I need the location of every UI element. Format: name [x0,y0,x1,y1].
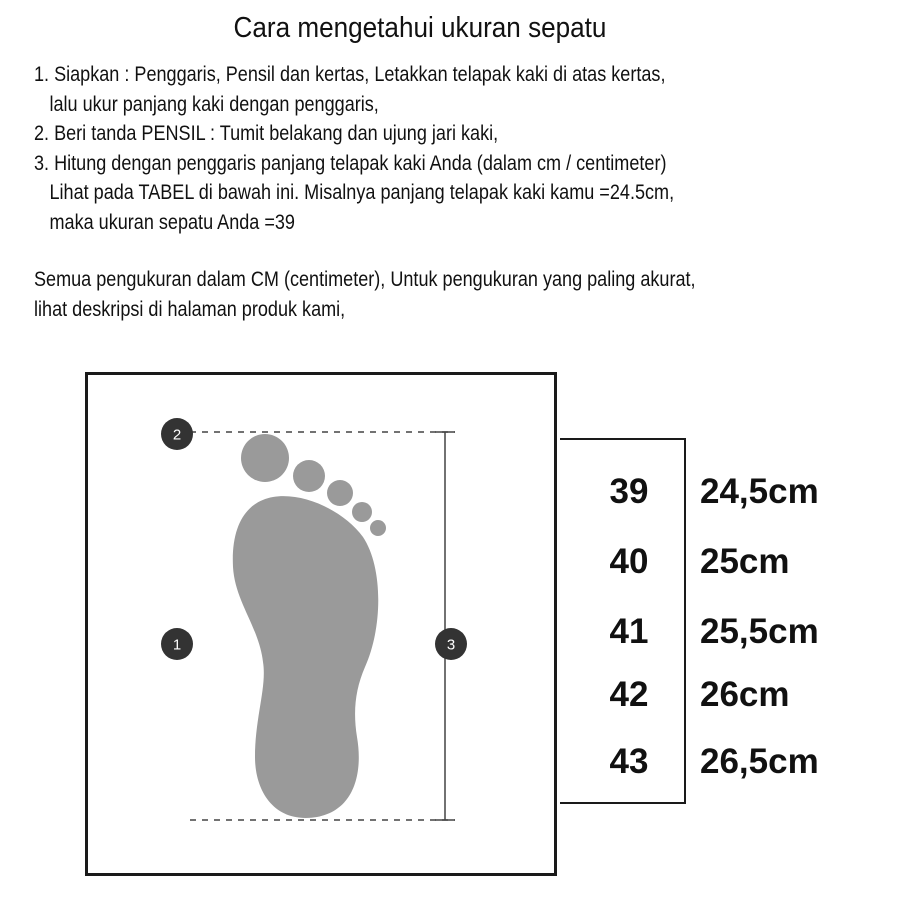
foot-length: 26,5cm [700,742,819,781]
size-row: 42 26cm [0,673,900,723]
marker-2-icon: 2 [161,418,193,450]
foot-sole-shape [232,496,379,818]
svg-text:1: 1 [173,637,181,654]
instruction-line: lalu ukur panjang kaki dengan penggaris, [49,92,379,116]
marker-1-icon: 1 [161,628,193,660]
shoe-size: 40 [609,542,649,581]
instruction-line: 3. Hitung dengan penggaris panjang telap… [34,151,667,175]
shoe-size: 43 [609,742,649,781]
size-table-divider [684,474,686,780]
instructions: 1. Siapkan : Penggaris, Pensil dan kerta… [34,60,808,324]
shoe-size: 41 [609,612,649,651]
foot-length: 25cm [700,542,790,581]
foot-length: 26cm [700,675,790,714]
shoe-size: 42 [609,675,649,714]
spacer [34,237,808,265]
foot-length: 25,5cm [700,612,819,651]
svg-text:3: 3 [447,637,455,654]
size-row: 39 24,5cm [0,470,900,520]
instruction-line: 1. Siapkan : Penggaris, Pensil dan kerta… [34,63,666,86]
size-row: 41 25,5cm [0,610,900,660]
instruction-line: Lihat pada TABEL di bawah ini. Misalnya … [49,181,675,204]
size-row: 40 25cm [0,540,900,590]
big-toe-shape [241,434,289,482]
shoe-size: 39 [609,472,649,511]
page-title: Cara mengetahui ukuran sepatu [233,12,607,44]
instruction-line: 2. Beri tanda PENSIL : Tumit belakang da… [34,122,499,145]
toe-shape [352,502,372,522]
marker-3-icon: 3 [435,628,467,660]
instruction-line: maka ukuran sepatu Anda =39 [49,210,295,234]
note-line: lihat deskripsi di halaman produk kami, [34,297,346,321]
foot-length: 24,5cm [700,472,819,511]
foot-measurement-diagram: 2 1 3 [161,418,467,821]
toe-shape [293,460,325,492]
note-line: Semua pengukuran dalam CM (centimeter), … [34,268,696,291]
toe-shape [327,480,353,506]
toe-shape [370,520,386,536]
svg-text:2: 2 [173,427,181,444]
size-row: 43 26,5cm [0,740,900,790]
